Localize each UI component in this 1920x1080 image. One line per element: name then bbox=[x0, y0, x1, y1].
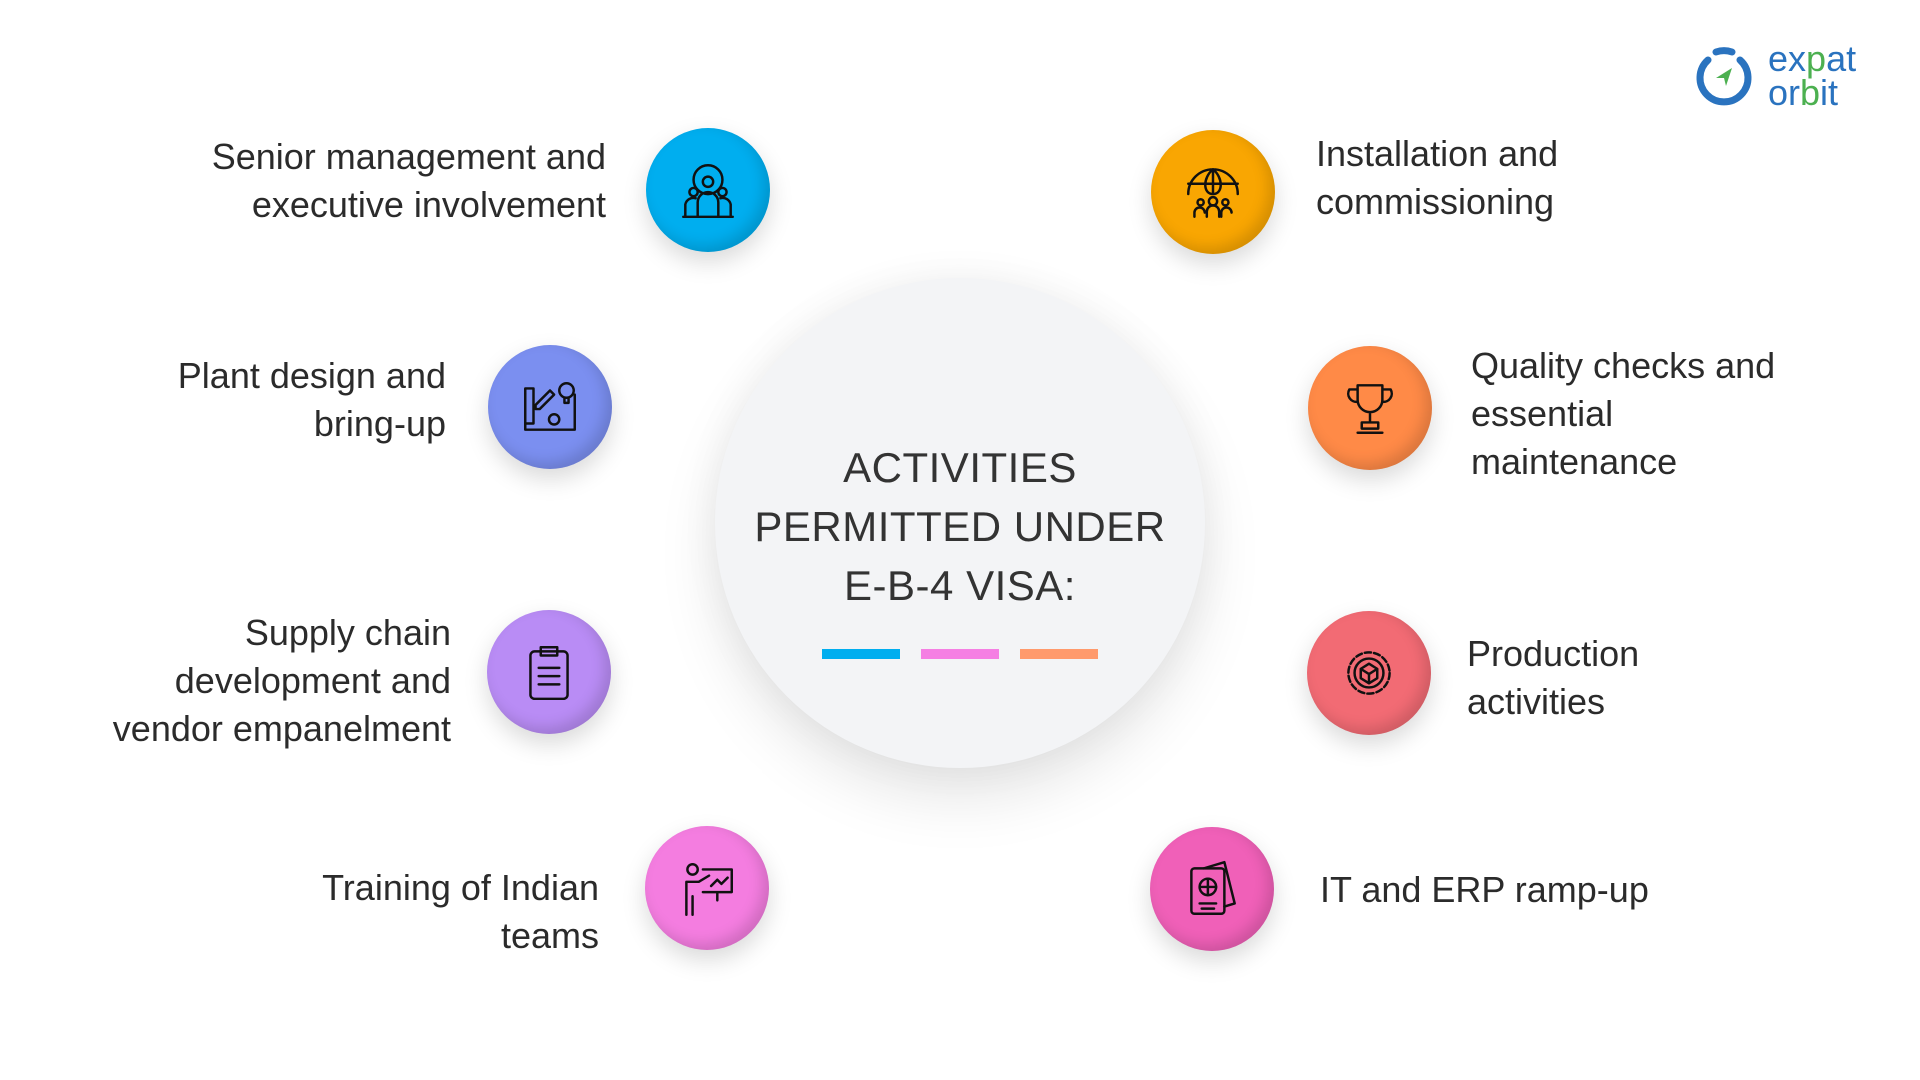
clipboard-icon bbox=[487, 610, 611, 734]
blueprint-icon bbox=[488, 345, 612, 469]
item-label-it-erp: IT and ERP ramp-up bbox=[1320, 869, 1649, 910]
orbit-logo-icon bbox=[1696, 47, 1752, 106]
passport-icon bbox=[1150, 827, 1274, 951]
presentation-icon bbox=[645, 826, 769, 950]
gear-box-icon bbox=[1307, 611, 1431, 735]
globe-people-icon bbox=[1151, 130, 1275, 254]
expat-orbit-logo: expat orbit bbox=[1692, 38, 1857, 113]
accent-bar-blue bbox=[822, 649, 900, 659]
accent-bar-pink bbox=[921, 649, 999, 659]
logo-text: expat orbit bbox=[1768, 38, 1857, 113]
center-circle bbox=[715, 278, 1205, 768]
accent-bar-orange bbox=[1020, 649, 1098, 659]
trophy-icon bbox=[1308, 346, 1432, 470]
team-gear-icon bbox=[646, 128, 770, 252]
